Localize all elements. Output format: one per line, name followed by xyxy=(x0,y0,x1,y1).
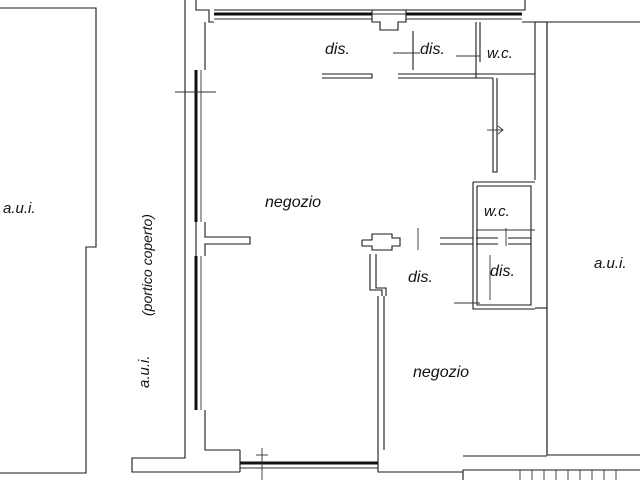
lower-shop-label: negozio xyxy=(413,364,469,381)
left-adjacent-unit xyxy=(0,7,97,474)
wc-label-mid: w.c. xyxy=(484,203,510,220)
dis-label-2: dis. xyxy=(420,41,445,58)
dis-label-1: dis. xyxy=(325,41,350,58)
main-shop-label: negozio xyxy=(265,194,321,211)
dis-label-3: dis. xyxy=(408,269,433,286)
shop-partition xyxy=(361,233,401,450)
wc-label-top: w.c. xyxy=(487,45,513,62)
portico-label: (portico coperto) xyxy=(139,214,155,316)
dis-label-4: dis. xyxy=(490,263,515,280)
central-service-block xyxy=(417,181,535,310)
building-outline xyxy=(131,0,548,480)
top-service-block xyxy=(322,22,535,173)
adjacent-unit-right-label: a.u.i. xyxy=(594,255,627,272)
adjacent-unit-portico-label: a.u.i. xyxy=(136,355,153,388)
right-adjacent-unit xyxy=(546,21,640,456)
bottom-right-structure xyxy=(462,469,640,480)
adjacent-unit-left-label: a.u.i. xyxy=(3,200,36,217)
